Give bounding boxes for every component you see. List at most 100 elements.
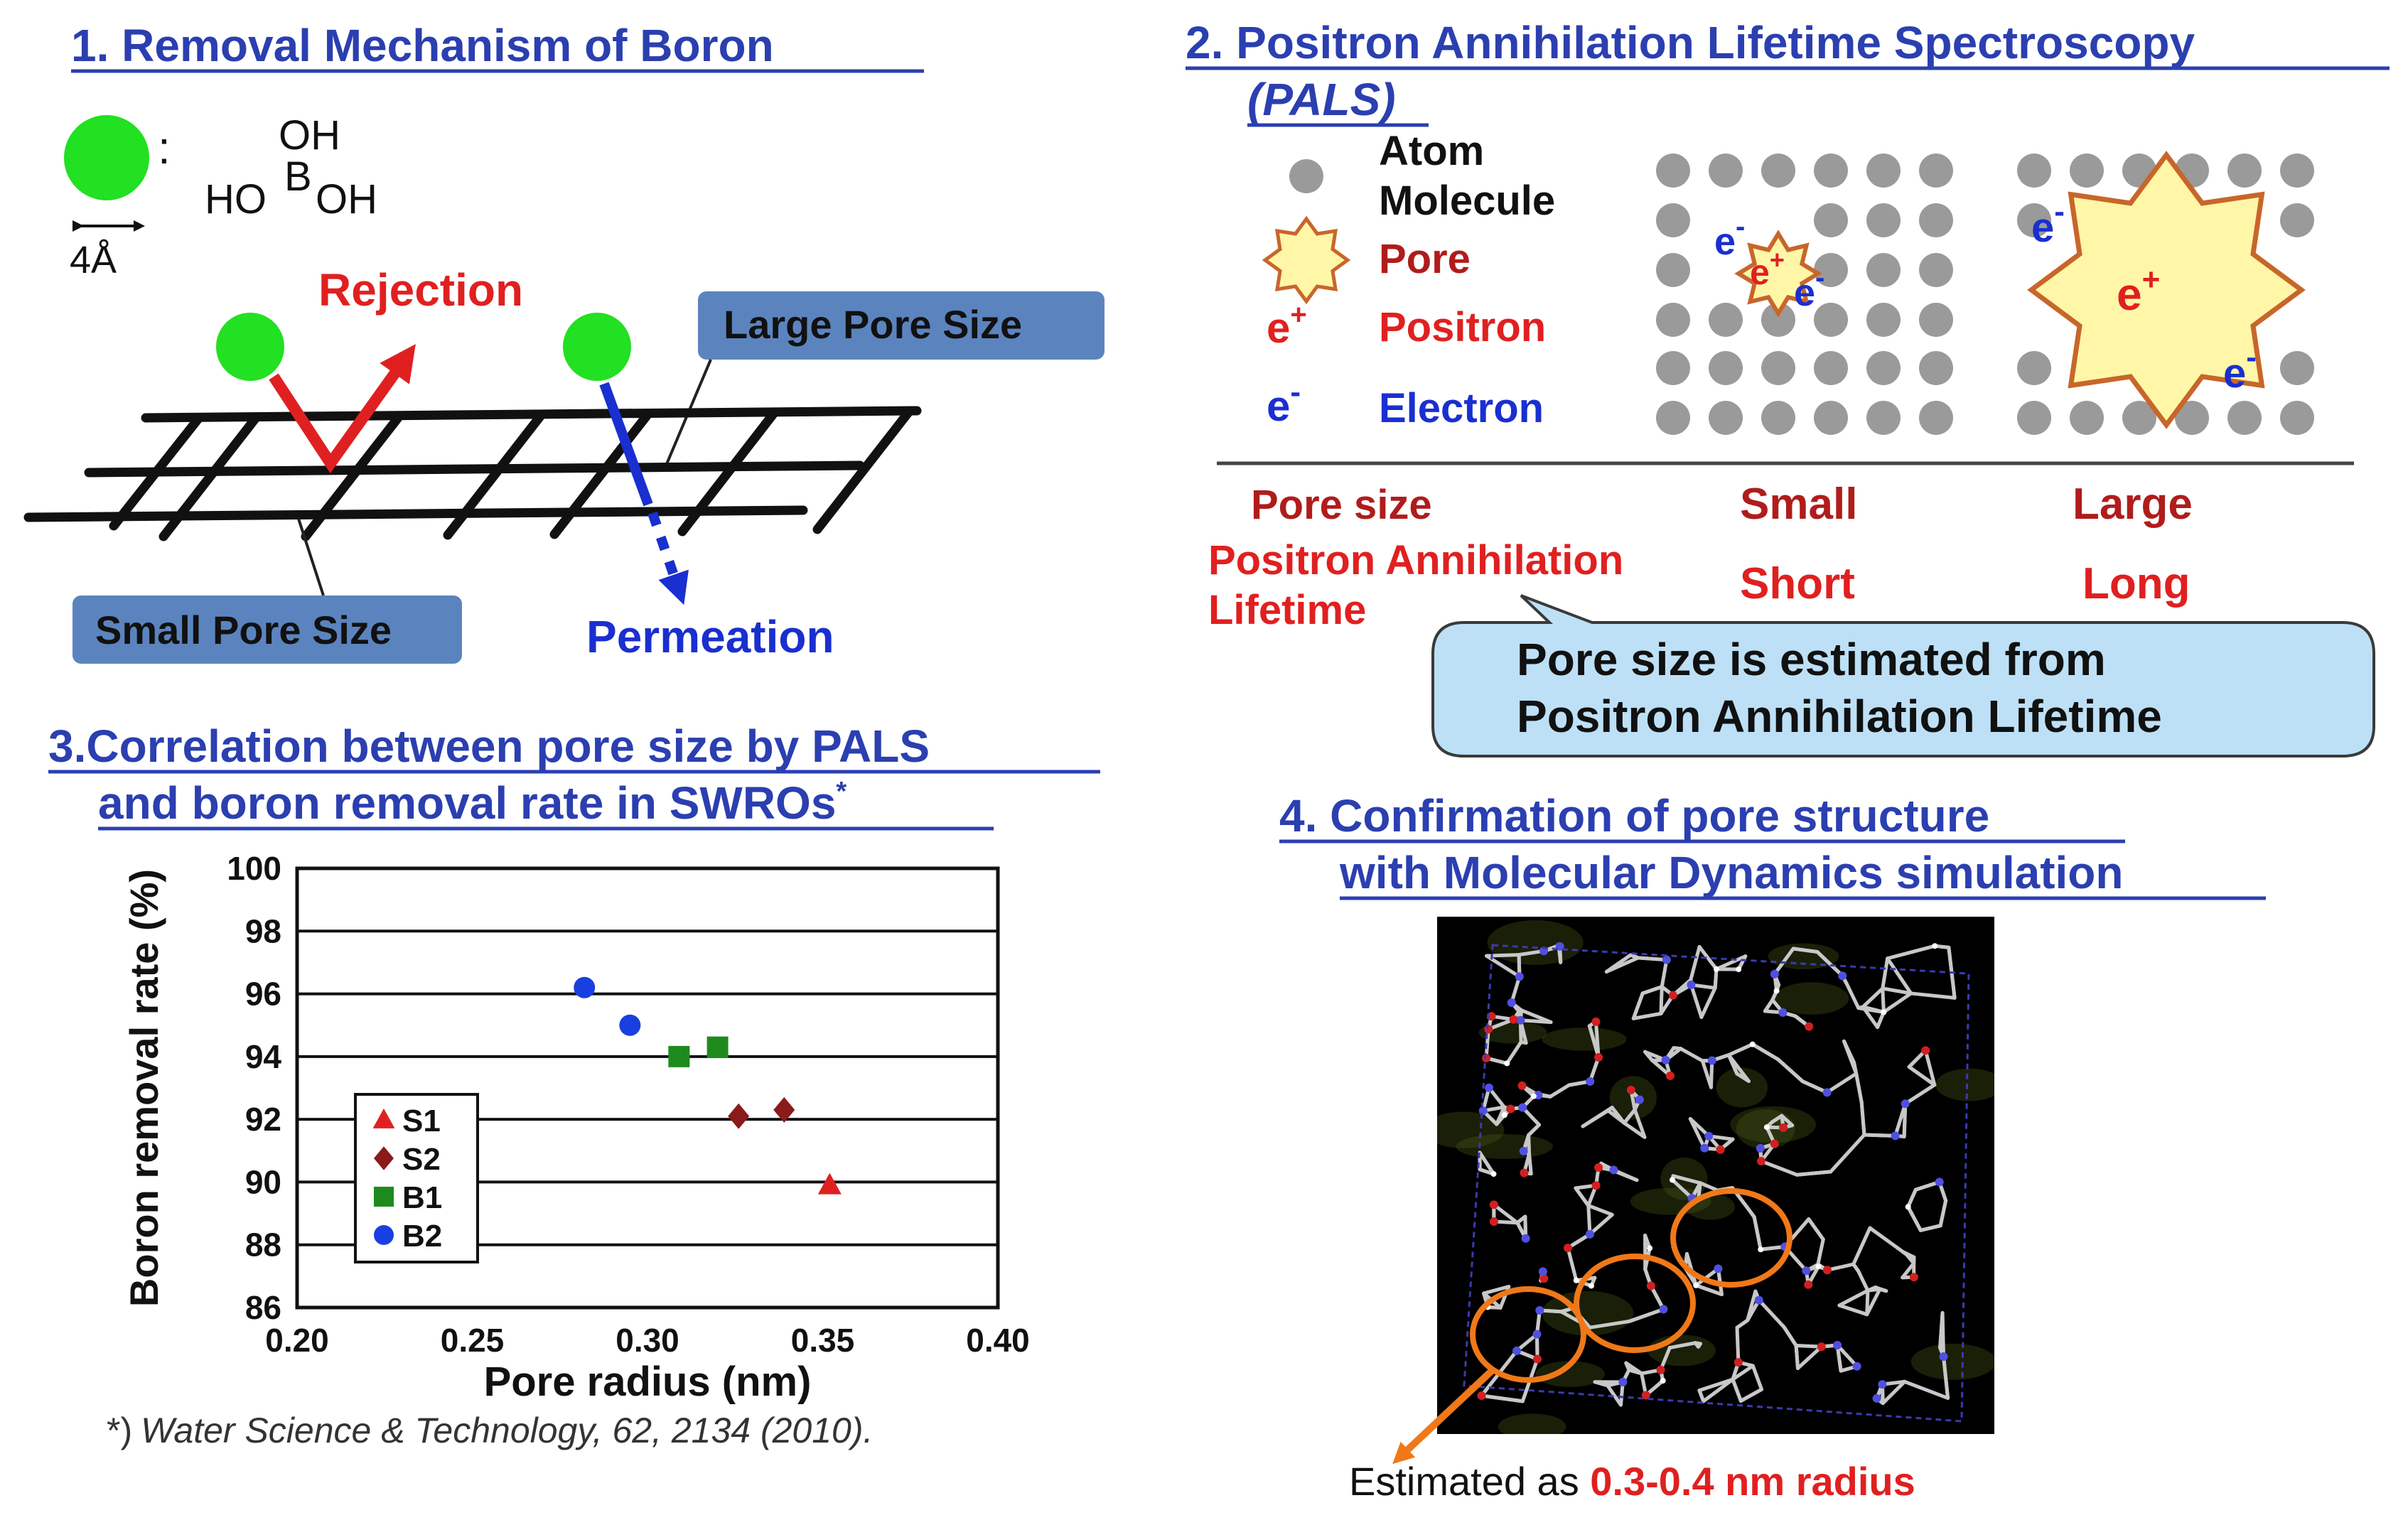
md-bond [1907, 1064, 1937, 1087]
md-bond [1588, 1319, 1632, 1330]
md-bond [1548, 1083, 1571, 1099]
md-bond [1881, 991, 1913, 1014]
md-oxygen-atom [1921, 1046, 1930, 1055]
electron-label: Electron [1379, 385, 1544, 431]
atom [1919, 401, 1953, 435]
md-bond [1688, 1116, 1706, 1150]
md-bond [1800, 1079, 1829, 1094]
md-oxygen-atom [1520, 1168, 1529, 1177]
md-bond [1835, 1343, 1843, 1373]
rejected-boron-ball [216, 313, 284, 381]
atom [1814, 153, 1848, 188]
md-haze [1535, 1361, 1605, 1387]
atom [1761, 153, 1795, 188]
atom [2280, 203, 2314, 237]
md-bond [1776, 1057, 1805, 1084]
md-oxygen-atom [1533, 1354, 1542, 1364]
md-bond [1816, 1237, 1825, 1266]
y-tick-label: 100 [227, 850, 281, 887]
y-tick-label: 88 [245, 1227, 281, 1263]
data-point-s1 [817, 1173, 842, 1195]
md-oxygen-atom [1484, 1025, 1493, 1034]
md-haze [1730, 1106, 1817, 1143]
md-bond [1861, 1005, 1886, 1014]
panel3-title-line1: 3.Correlation between pore size by PALS [48, 721, 930, 772]
atom [1814, 351, 1848, 385]
md-bond [1714, 954, 1748, 971]
md-oxygen-atom [1734, 1358, 1743, 1367]
md-oxygen-atom [1487, 1012, 1496, 1021]
data-point-b1 [668, 1045, 690, 1067]
md-bond [1694, 1283, 1724, 1297]
md-oxygen-atom [1770, 1139, 1779, 1148]
atom [1656, 153, 1690, 188]
legend-marker-s1 [372, 1108, 395, 1128]
md-bond [1540, 1093, 1552, 1099]
atom [2227, 401, 2262, 435]
md-oxygen-atom [1641, 1391, 1650, 1400]
md-bond [1746, 1289, 1758, 1322]
md-bond [1679, 1047, 1704, 1063]
md-bond [1825, 1072, 1859, 1094]
md-bond [1700, 1059, 1713, 1089]
md-bond [1759, 1159, 1799, 1177]
md-haze [1487, 920, 1584, 965]
md-nitrogen-atom [1778, 1008, 1788, 1017]
md-nitrogen-atom [1516, 1015, 1525, 1025]
md-bond [1825, 1262, 1856, 1272]
md-hydrogen-atom [1749, 1041, 1756, 1047]
md-bond [1640, 985, 1664, 996]
md-bond [1751, 1364, 1764, 1391]
md-hydrogen-atom [1736, 966, 1742, 973]
md-oxygen-atom [1756, 1156, 1765, 1165]
md-hydrogen-atom [1815, 1263, 1822, 1270]
md-bond [1643, 1050, 1655, 1062]
panel3-title-line2: and boron removal rate in SWROs* [98, 777, 846, 829]
x-tick-label: 0.20 [265, 1322, 329, 1359]
md-nitrogen-atom [1901, 1099, 1910, 1109]
panel2-title-line2: (PALS) [1247, 74, 1396, 125]
md-bond [1694, 1266, 1720, 1288]
md-bond [1909, 991, 1957, 1000]
atom [2227, 153, 2262, 188]
md-oxygen-atom [1716, 1145, 1725, 1154]
legend-marker-s2 [374, 1146, 394, 1170]
md-nitrogen-atom [1659, 1305, 1668, 1314]
md-bond [1610, 1106, 1626, 1125]
small-pore-star [1734, 230, 1822, 318]
data-point-b2 [619, 1014, 641, 1036]
md-hydrogen-atom [1763, 1124, 1770, 1131]
permeation-path-dashed [647, 511, 689, 605]
panel4-title-line1: 4. Confirmation of pore structure [1279, 790, 1989, 841]
x-axis-label: Pore radius (nm) [484, 1359, 812, 1405]
md-bond [1566, 1232, 1592, 1250]
atom [1709, 303, 1743, 337]
permeation-path [599, 382, 653, 507]
md-oxygen-atom [1591, 1017, 1601, 1026]
y-tick-label: 96 [245, 976, 281, 1013]
md-bond [1606, 1384, 1623, 1407]
x-tick-label: 0.40 [966, 1322, 1030, 1359]
md-oxygen-atom [1517, 1081, 1527, 1090]
callout-line2: Positron Annihilation Lifetime [1517, 691, 2162, 742]
md-bond [1837, 1303, 1869, 1317]
md-bond [1631, 1011, 1663, 1020]
md-hydrogen-atom [1773, 988, 1780, 994]
md-bond [1906, 1187, 1918, 1209]
md-oxygen-atom [1509, 1015, 1518, 1024]
md-bond [1702, 1377, 1735, 1403]
panel4-title-line2: with Molecular Dynamics simulation [1339, 847, 2123, 898]
md-bond [1480, 1394, 1525, 1403]
md-bond [1689, 983, 1704, 1019]
atom [1866, 303, 1901, 337]
atom-label: Atom [1379, 128, 1484, 174]
md-bond [1731, 1377, 1743, 1403]
md-bond [1649, 1283, 1665, 1311]
atom [2280, 351, 2314, 385]
md-bond [1713, 967, 1719, 990]
small-lattice-electron-1: e- [1714, 211, 1745, 263]
md-nitrogen-atom [1822, 1088, 1832, 1097]
md-oxygen-atom [1817, 1342, 1826, 1352]
